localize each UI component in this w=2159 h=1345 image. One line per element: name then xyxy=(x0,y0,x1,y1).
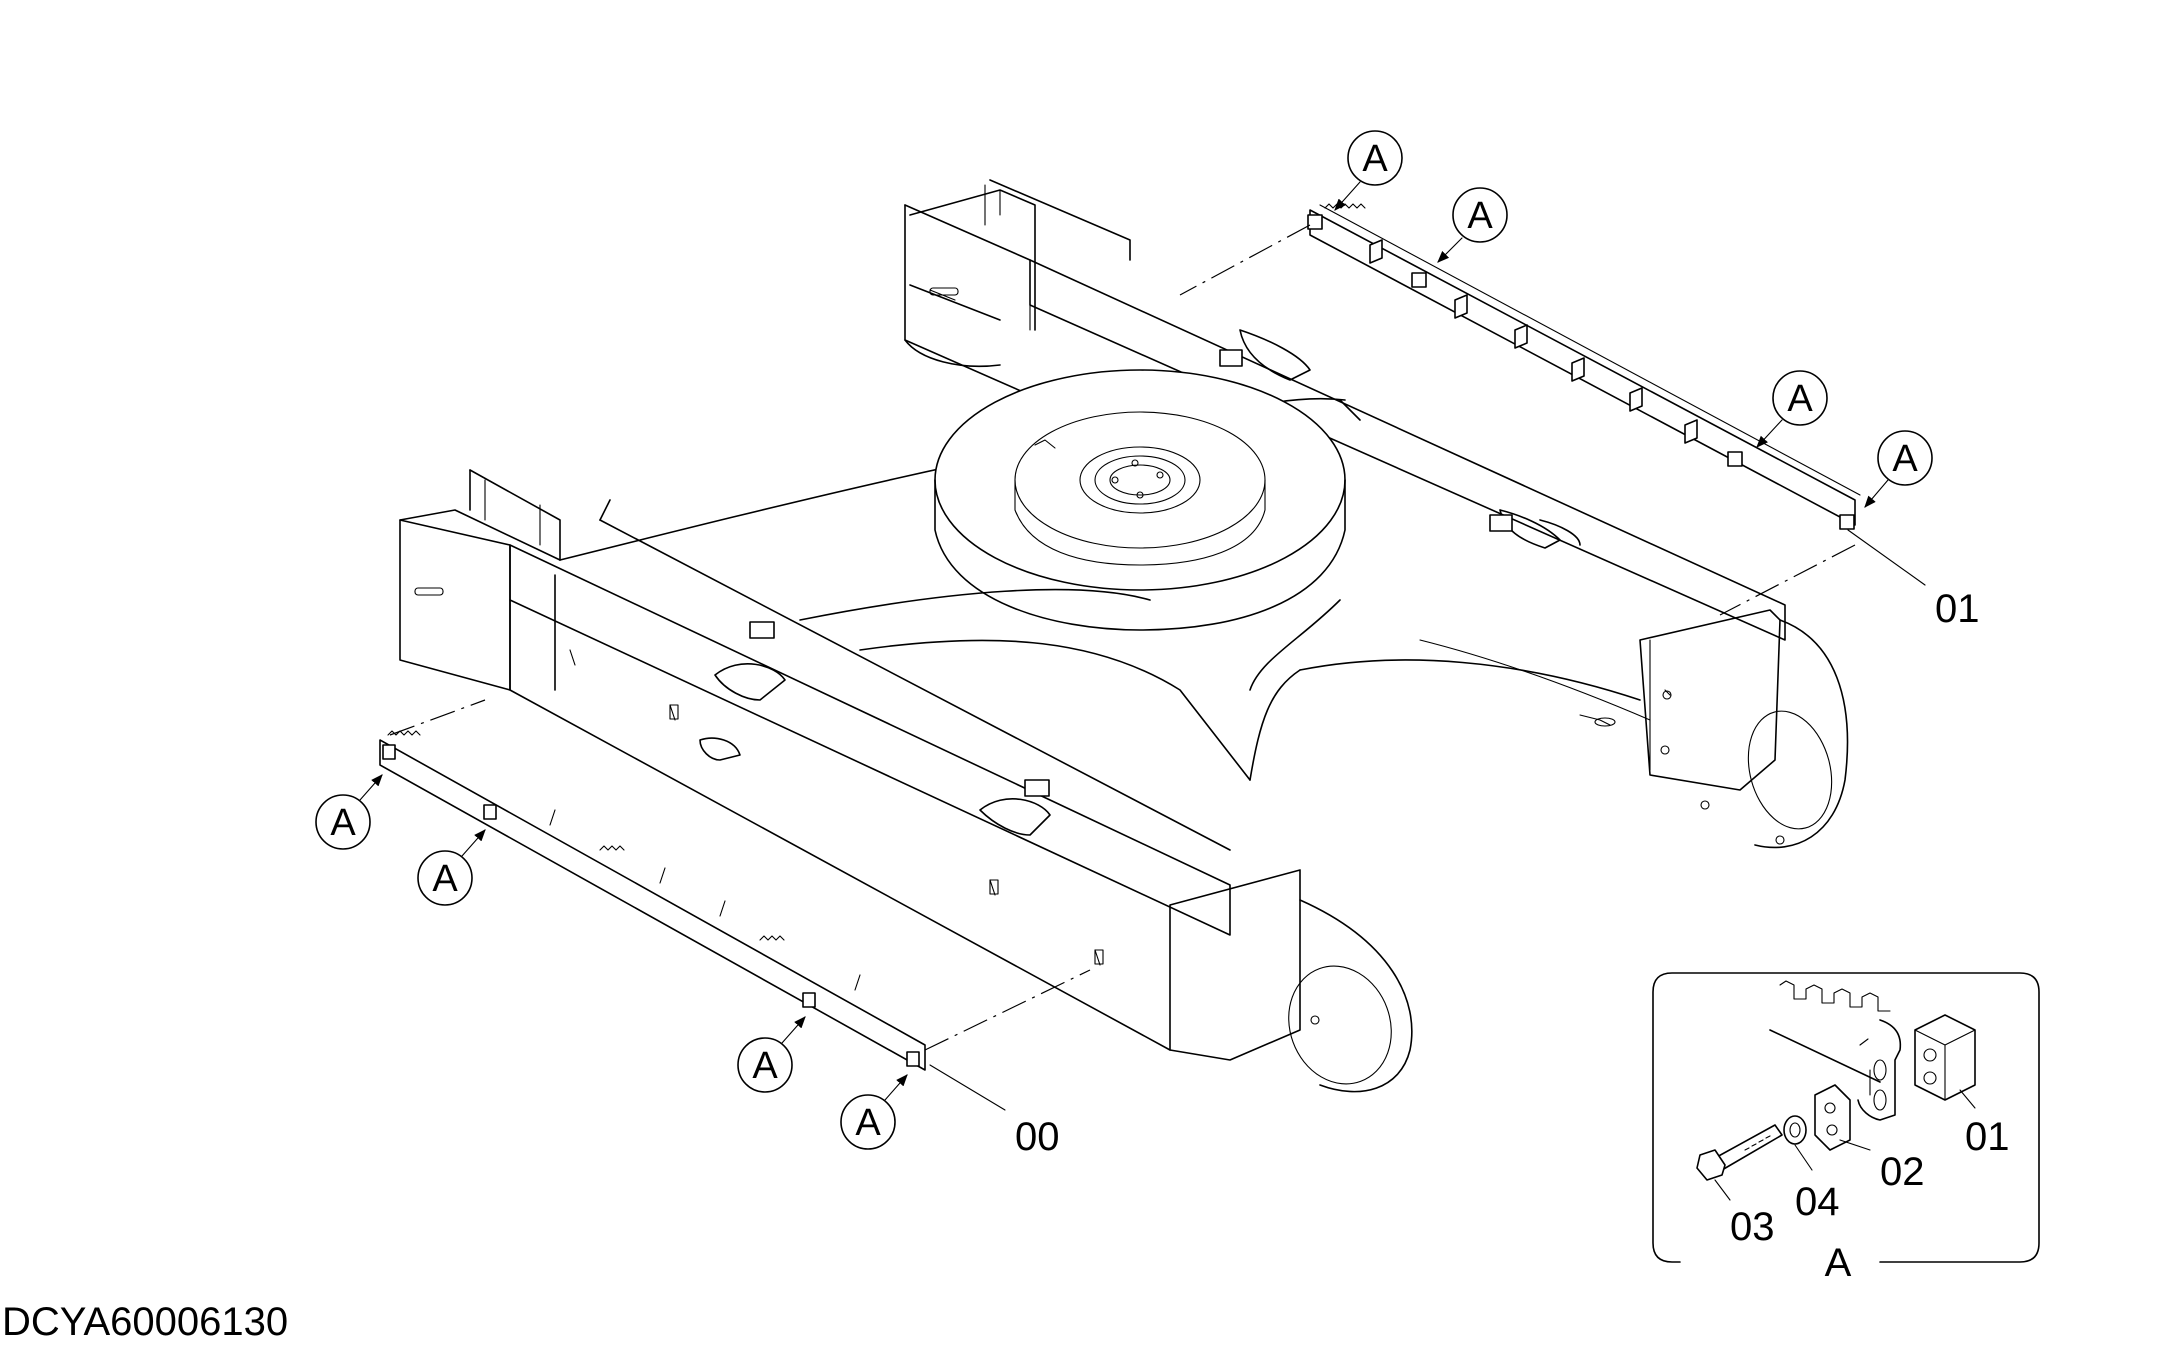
callout-2: A xyxy=(1437,187,1508,263)
svg-text:A: A xyxy=(855,1102,881,1144)
callout-circle-icon xyxy=(840,1094,896,1150)
callout-circle-icon xyxy=(1347,130,1403,186)
rail-guard-rear xyxy=(1179,203,1861,616)
label-detail-plate: 02 xyxy=(1880,1150,1925,1194)
callout-circle-icon xyxy=(737,1037,793,1093)
part-labels: 01 00 xyxy=(929,529,1980,1159)
track-frame xyxy=(399,179,1849,1093)
svg-text:A: A xyxy=(1787,378,1813,420)
leader-arrow-icon xyxy=(781,1016,806,1044)
leader-arrow-icon xyxy=(461,829,486,857)
svg-text:A: A xyxy=(330,802,356,844)
drawing-code: DCYA60006130 xyxy=(2,1300,289,1344)
callout-1: A xyxy=(1334,130,1403,211)
callout-4: A xyxy=(1864,430,1933,508)
leader-arrow-icon xyxy=(359,774,383,801)
callout-circle-icon xyxy=(417,850,473,906)
callout-6: A xyxy=(417,829,486,906)
callout-5: A xyxy=(315,774,383,850)
callout-8: A xyxy=(840,1074,908,1150)
svg-text:A: A xyxy=(1892,438,1918,480)
callout-circle-icon xyxy=(1877,430,1933,486)
detail-view-label: A xyxy=(1825,1241,1852,1285)
detail-view-a: A 01 02 04 03 xyxy=(1652,972,2040,1285)
svg-text:A: A xyxy=(432,858,458,900)
label-rear-bar: 01 xyxy=(1935,587,1980,631)
callout-7: A xyxy=(737,1016,806,1093)
callout-3: A xyxy=(1756,370,1828,448)
label-front-bar: 00 xyxy=(1015,1115,1060,1159)
rail-guard-front xyxy=(379,699,1091,1071)
leader-arrow-icon xyxy=(1756,419,1783,448)
callout-circle-icon xyxy=(315,794,371,850)
callout-circle-icon xyxy=(1452,187,1508,243)
label-detail-washer: 04 xyxy=(1795,1180,1840,1224)
svg-text:A: A xyxy=(1362,138,1388,180)
label-detail-block: 01 xyxy=(1965,1115,2010,1159)
svg-text:A: A xyxy=(752,1045,778,1087)
callout-circle-icon xyxy=(1772,370,1828,426)
leader-arrow-icon xyxy=(1334,181,1361,211)
leader-arrow-icon xyxy=(1437,237,1463,263)
svg-text:A: A xyxy=(1467,195,1493,237)
callouts: A A A A A A A xyxy=(315,130,1933,1150)
label-detail-bolt: 03 xyxy=(1730,1205,1775,1249)
leader-arrow-icon xyxy=(884,1074,908,1101)
leader-arrow-icon xyxy=(1864,479,1889,508)
